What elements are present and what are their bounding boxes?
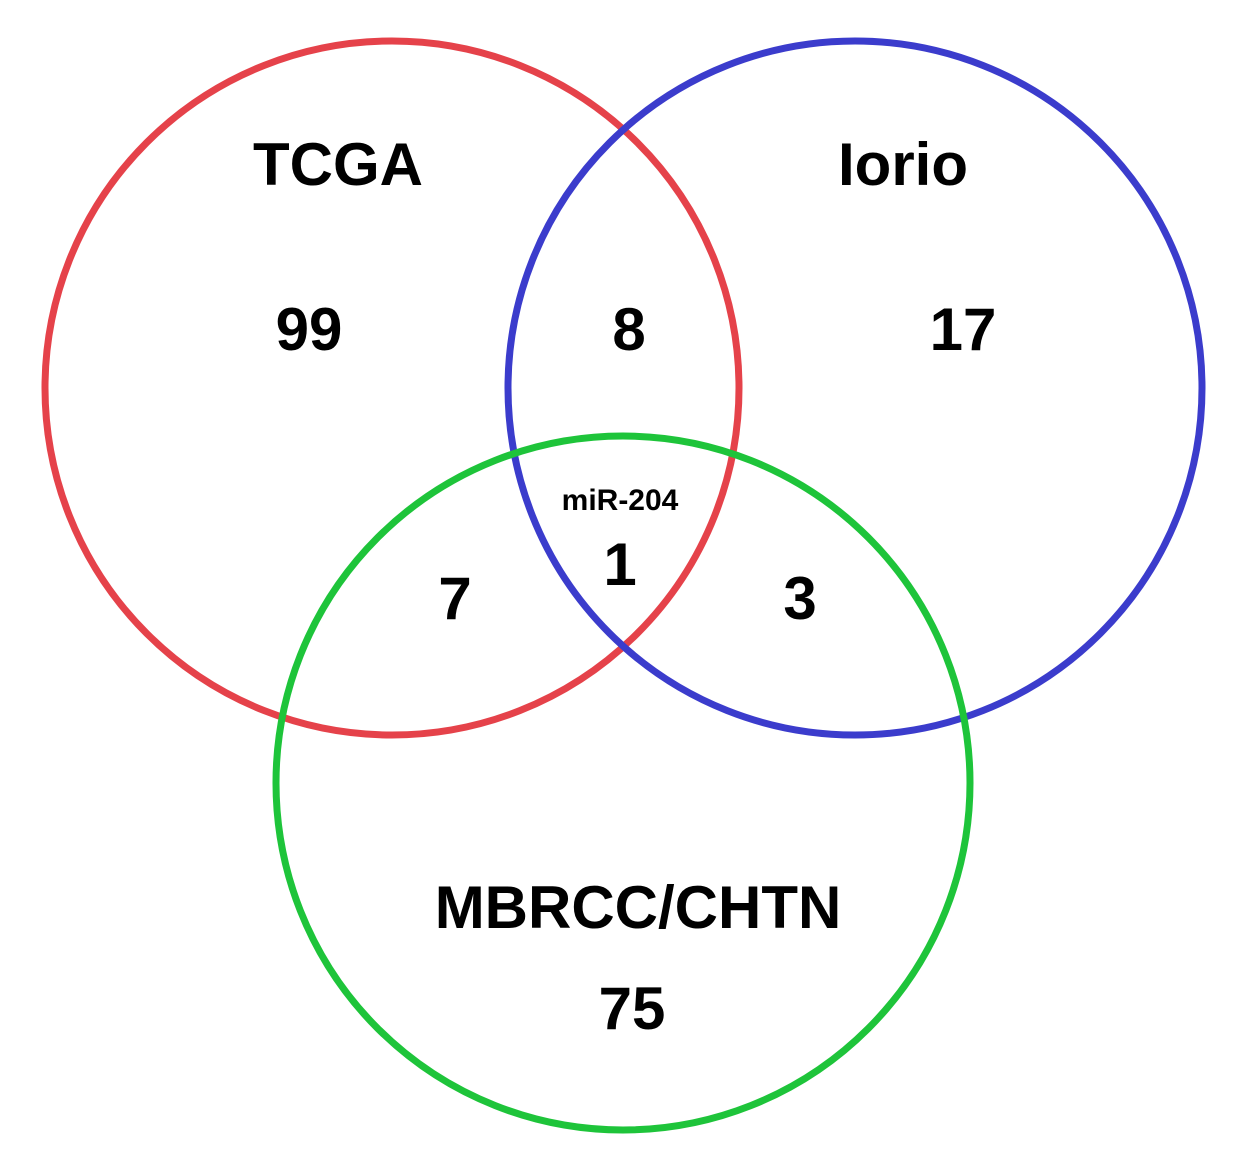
tcga-only-count: 99 <box>276 296 343 363</box>
tcga-circle <box>41 37 743 739</box>
tcga-iorio-count: 8 <box>612 296 645 363</box>
tcga-mbrcc-count: 7 <box>438 565 471 632</box>
iorio-circle <box>504 37 1206 739</box>
iorio-only-count: 17 <box>930 296 997 363</box>
all-three-count: 1 <box>603 531 636 598</box>
iorio-label: Iorio <box>838 131 968 198</box>
tcga-label: TCGA <box>253 131 423 198</box>
iorio-mbrcc-count: 3 <box>783 565 816 632</box>
mbrcc-only-count: 75 <box>599 975 666 1042</box>
mbrcc-circle <box>272 432 974 1134</box>
mbrcc-label: MBRCC/CHTN <box>435 874 842 941</box>
all-three-note: miR-204 <box>562 484 679 517</box>
